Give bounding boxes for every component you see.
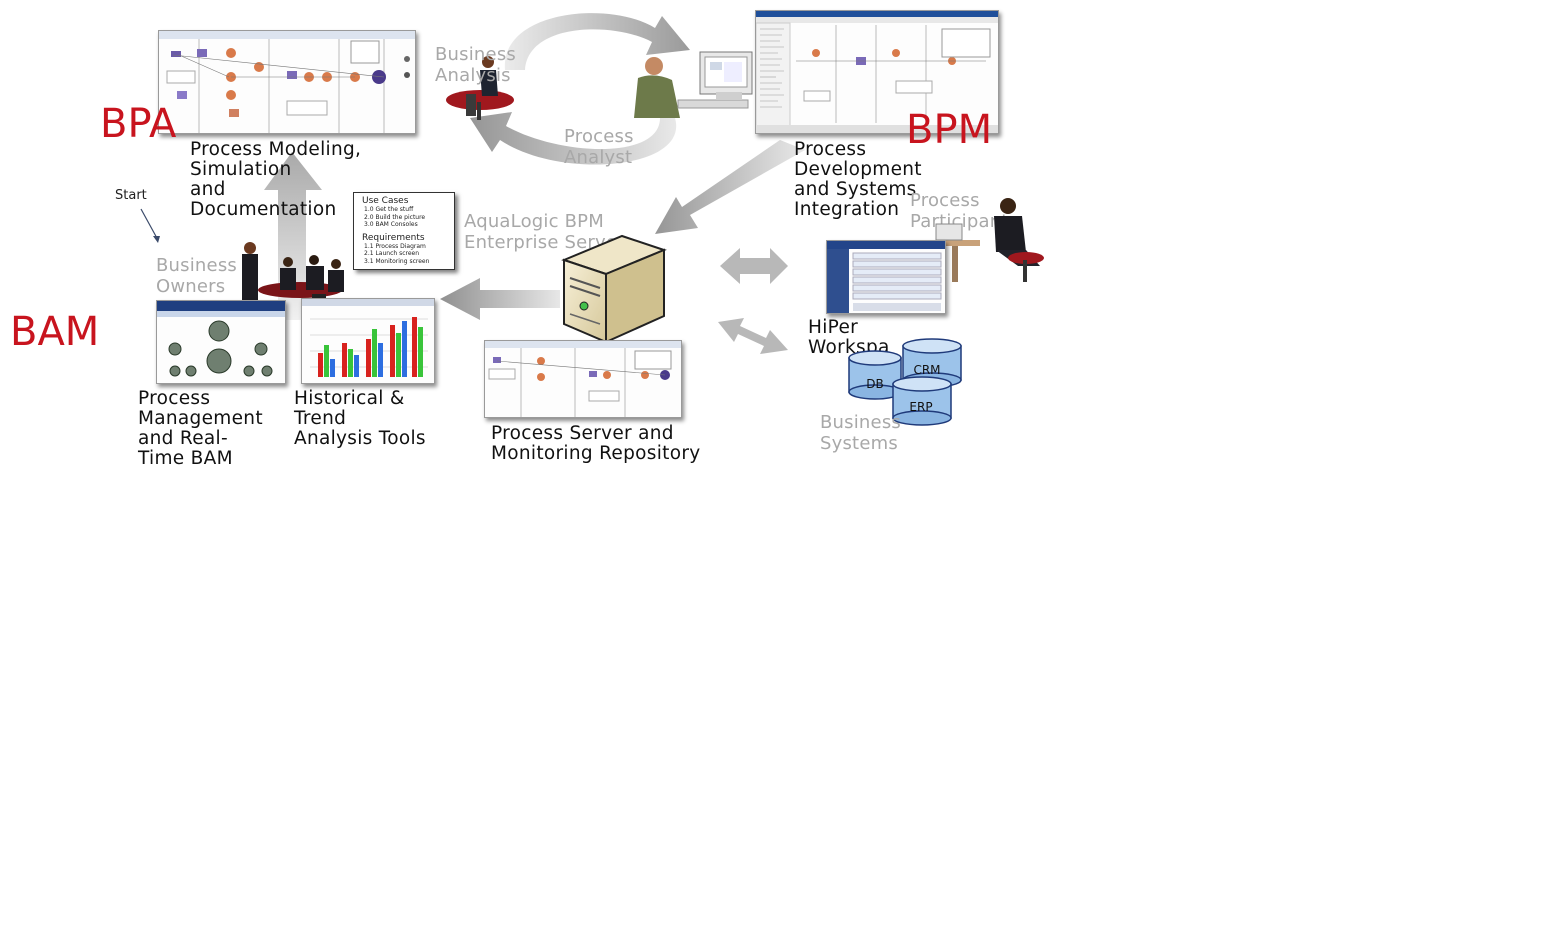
bam-label: BAM [10,309,100,355]
use-case-item: 1.0 Get the stuff [364,206,414,213]
db-label: DB [866,377,884,391]
bam-dashboard-screenshot [156,300,286,384]
bpm-label: BPM [906,107,993,153]
arrow-server-to-bam [440,278,560,320]
cycle-arrow-bottom [470,112,677,165]
use-case-item: 2.0 Build the picture [364,213,426,221]
process-server-screenshot [484,340,682,418]
bpm-studio-screenshot [755,10,999,134]
business-owners-group-icon [242,242,344,314]
modeling-caption: Process Modeling, Simulation and Documen… [190,139,362,220]
arrow-server-hiper-2 [718,318,788,354]
process-management-caption: Process Management and Real- Time BAM [138,388,263,469]
cycle-arrow-top [504,13,690,70]
process-participant-person-icon [930,198,1044,282]
requirement-item: 3.1 Monitoring screen [364,257,430,265]
process-analyst-person-icon [634,51,753,118]
business-systems-label: Business Systems [820,412,901,454]
erp-label: ERP [909,400,933,414]
process-model-screenshot [158,30,416,134]
start-label: Start [115,188,147,203]
arrow-up-to-modeling [264,152,322,320]
aqualogic-label: AquaLogic BPM Enterprise Server [464,211,625,253]
database-icon [892,376,952,426]
process-server-caption: Process Server and Monitoring Repository [491,423,701,464]
bar-chart-icon [302,299,434,377]
process-analyst-label: Process Analyst [564,126,634,168]
start-arrow [140,208,159,241]
business-owners-label: Business Owners [156,255,237,297]
use-cases-title: Use Cases [362,196,409,206]
use-case-item: 3.0 BAM Consoles [364,221,418,228]
business-analysis-label: Business Analysis [435,44,516,86]
trend-analysis-chart-screenshot [301,298,435,384]
bpa-label: BPA [100,101,177,147]
crm-label: CRM [913,363,941,377]
business-analyst-person-icon [446,56,514,120]
requirement-item: 1.1 Process Diagram [364,242,426,250]
historical-caption: Historical & Trend Analysis Tools [294,388,426,449]
requirement-item: 2.1 Launch screen [364,250,420,257]
hiper-workspace-screenshot [826,240,946,314]
use-cases-note: Use Cases 1.0 Get the stuff 2.0 Build th… [353,192,455,270]
development-caption: Process Development and Systems Integrat… [794,139,922,220]
arrow-server-hiper-1 [720,248,788,284]
business-databases: DB CRM ERP [845,338,965,430]
requirements-title: Requirements [362,232,425,243]
database-icon [848,350,902,400]
arrow-bpm-to-server [655,140,805,234]
server-icon [561,234,667,344]
